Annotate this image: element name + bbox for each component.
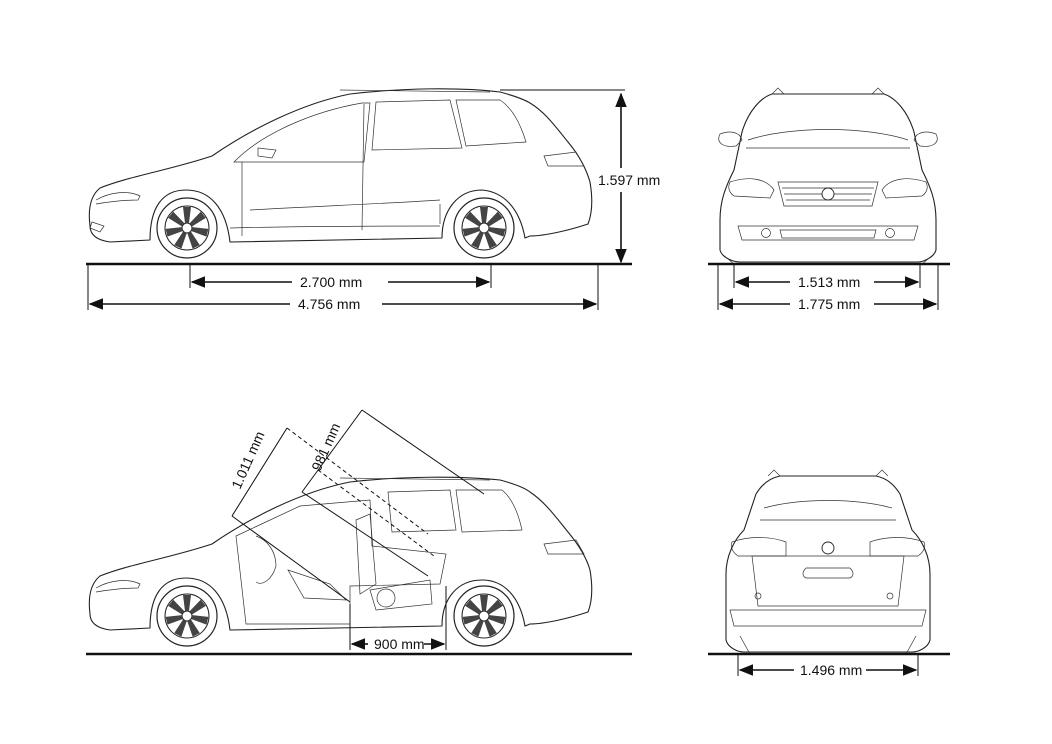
rear-view [725,469,931,655]
rear-wheel-interior [453,585,515,647]
rear-headroom-dashed [317,469,435,557]
front-headroom-dashed [286,427,429,535]
height-label: 1.597 mm [598,172,660,188]
front-track-label: 1.513 mm [798,274,860,290]
rear-wheel [453,197,515,259]
length-label: 4.756 mm [298,296,360,312]
rear-headroom-extension [361,409,485,495]
interior-side-view [88,476,593,647]
side-view [88,88,593,259]
front-headroom-label: 1.011 mm [228,429,268,491]
rear-headroom-line [301,491,429,577]
front-headroom-line [231,515,351,603]
front-headroom-dimension [231,427,288,517]
front-view [718,87,938,265]
legroom-label: 900 mm [374,636,425,652]
rear-track-label: 1.496 mm [800,662,862,678]
wheelbase-label: 2.700 mm [300,274,362,290]
front-wheel-interior [156,585,218,647]
width-label: 1.775 mm [798,296,860,312]
front-wheel [156,197,218,259]
rear-headroom-dimension [301,409,363,493]
rear-headroom-label: 981 mm [308,421,343,474]
